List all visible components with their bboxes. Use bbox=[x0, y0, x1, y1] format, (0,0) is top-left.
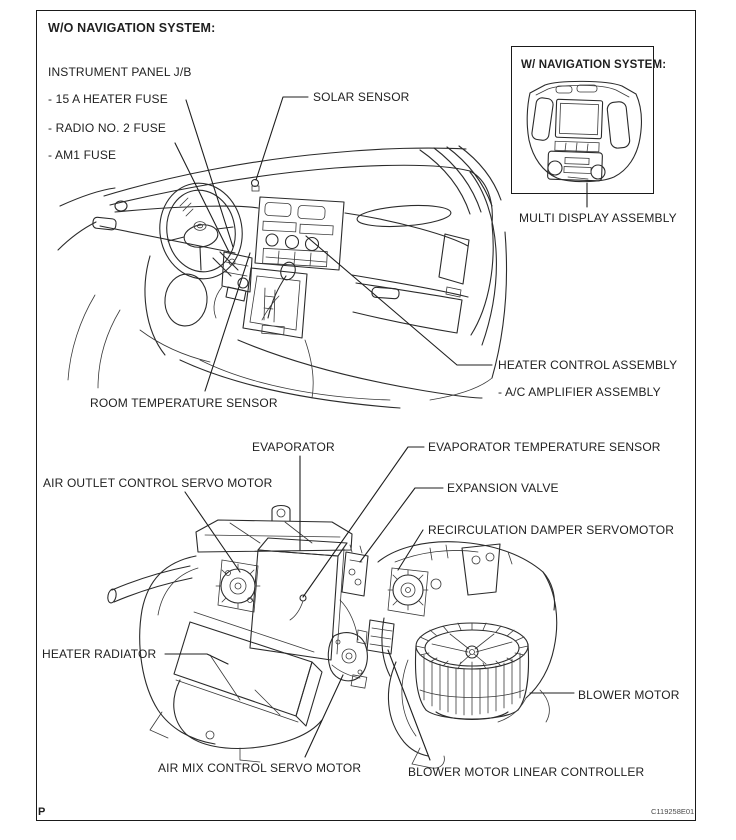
label-evaporator-temperature-sensor: EVAPORATOR TEMPERATURE SENSOR bbox=[428, 440, 661, 454]
label-evaporator: EVAPORATOR bbox=[252, 440, 335, 454]
label-blower-motor-linear-controller: BLOWER MOTOR LINEAR CONTROLLER bbox=[408, 765, 645, 779]
label-heater-fuse: - 15 A HEATER FUSE bbox=[48, 92, 168, 106]
nav-inset-title: W/ NAVIGATION SYSTEM: bbox=[521, 59, 667, 71]
label-multi-display-assembly: MULTI DISPLAY ASSEMBLY bbox=[519, 211, 677, 225]
label-heater-control-assembly: HEATER CONTROL ASSEMBLY bbox=[498, 358, 678, 372]
label-air-mix-control-servo-motor: AIR MIX CONTROL SERVO MOTOR bbox=[158, 761, 362, 775]
dashboard-illustration bbox=[57, 145, 508, 409]
multi-display-illustration bbox=[526, 80, 642, 183]
label-expansion-valve: EXPANSION VALVE bbox=[447, 481, 559, 495]
label-recirculation-damper-servomotor: RECIRCULATION DAMPER SERVOMOTOR bbox=[428, 523, 675, 537]
label-solar-sensor: SOLAR SENSOR bbox=[313, 90, 410, 104]
nav-inset-border bbox=[511, 46, 654, 194]
page-title: W/O NAVIGATION SYSTEM: bbox=[48, 21, 216, 35]
label-am1-fuse: - AM1 FUSE bbox=[48, 148, 117, 162]
label-air-outlet-control-servo-motor: AIR OUTLET CONTROL SERVO MOTOR bbox=[43, 476, 273, 490]
label-instrument-panel-jb: INSTRUMENT PANEL J/B bbox=[48, 65, 192, 79]
figure-code: C119258E01 bbox=[651, 807, 695, 816]
label-ac-amplifier-assembly: - A/C AMPLIFIER ASSEMBLY bbox=[498, 385, 661, 399]
page-border bbox=[36, 10, 696, 821]
callout-leaders bbox=[164, 96, 588, 761]
label-blower-motor: BLOWER MOTOR bbox=[578, 688, 680, 702]
label-heater-radiator: HEATER RADIATOR bbox=[42, 647, 157, 661]
label-room-temperature-sensor: ROOM TEMPERATURE SENSOR bbox=[90, 396, 278, 410]
label-radio-fuse: - RADIO NO. 2 FUSE bbox=[48, 121, 167, 135]
page-marker: P bbox=[38, 806, 46, 818]
